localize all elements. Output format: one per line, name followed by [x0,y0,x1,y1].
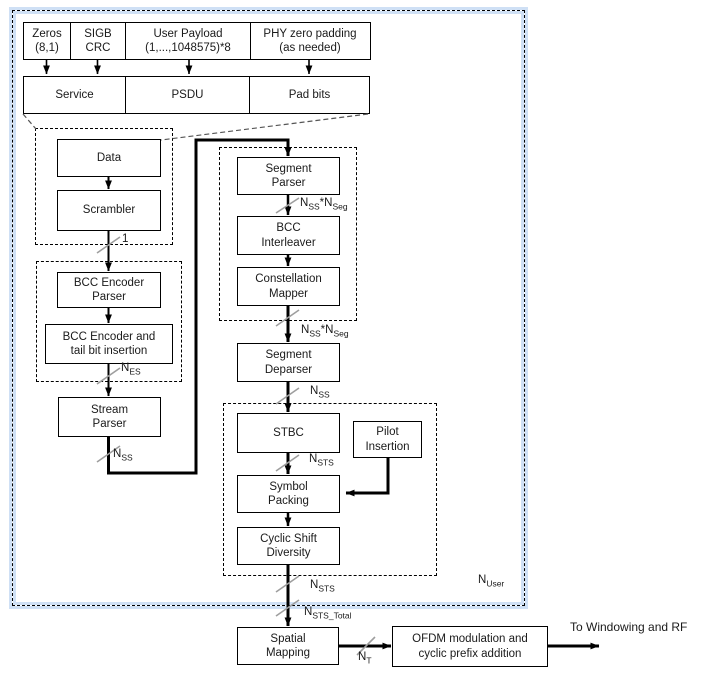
block-data: Data [57,139,161,177]
block-bcc-interleaver-label: BCC Interleaver [261,222,316,249]
label-n-sts-stbc: NSTS [309,453,334,468]
field-sigb-crc: SIGB CRC [69,22,127,60]
frame-service-label: Service [55,88,94,101]
bit-field-row: Zeros (8,1) SIGB CRC User Payload (1,...… [23,22,371,60]
frame-pad-bits-label: Pad bits [288,88,331,101]
block-scrambler: Scrambler [57,190,161,231]
block-ofdm-modulation-label: OFDM modulation and cyclic prefix additi… [412,633,528,660]
label-n-t: NT [358,651,372,666]
block-spatial-mapping: Spatial Mapping [237,627,339,665]
frame-psdu: PSDU [124,76,251,114]
output-annotation: To Windowing and RF [570,620,688,634]
field-phy-padding-label: PHY zero padding (as needed) [263,27,357,54]
field-zeros-label: Zeros (8,1) [32,27,62,54]
block-pilot-insertion: Pilot Insertion [353,421,422,458]
block-bcc-encoder-tail-label: BCC Encoder and tail bit insertion [62,330,156,357]
label-n-sts-csd: NSTS [310,579,335,594]
block-symbol-packing-label: Symbol Packing [268,480,309,507]
label-n-es: NES [121,362,141,377]
frame-psdu-label: PSDU [171,88,204,101]
frame-pad-bits: Pad bits [249,76,370,114]
block-segment-parser: Segment Parser [237,157,340,195]
label-scrambler-out: 1 [122,233,129,245]
field-user-payload-label: User Payload (1,...,1048575)*8 [145,27,231,54]
user-processing-highlight-box [12,10,525,606]
block-constellation-mapper: Constellation Mapper [237,267,340,306]
block-scrambler-label: Scrambler [82,204,136,217]
block-stbc: STBC [237,413,340,453]
block-segment-deparser: Segment Deparser [237,343,340,382]
block-segment-deparser-label: Segment Deparser [264,349,313,376]
field-user-payload: User Payload (1,...,1048575)*8 [125,22,251,60]
label-n-user: NUser [478,574,505,589]
block-symbol-packing: Symbol Packing [237,475,340,513]
frame-service: Service [23,76,126,114]
block-bcc-encoder-tail: BCC Encoder and tail bit insertion [45,324,173,364]
label-n-ss-nseg-1: NSS*NSeg [300,197,348,212]
block-spatial-mapping-label: Spatial Mapping [265,632,311,659]
block-stream-parser-label: Stream Parser [90,403,129,430]
block-bcc-encoder-parser: BCC Encoder Parser [57,272,161,308]
block-cyclic-shift-diversity-label: Cyclic Shift Diversity [260,532,317,559]
label-n-ss-deparser: NSS [310,385,330,400]
block-pilot-insertion-label: Pilot Insertion [365,426,410,453]
block-stbc-label: STBC [273,426,304,439]
field-phy-padding: PHY zero padding (as needed) [249,22,371,60]
label-n-ss-nseg-2: NSS*NSeg [301,324,349,339]
block-data-label: Data [96,151,122,164]
label-n-ss-stream: NSS [113,448,133,463]
field-sigb-crc-label: SIGB CRC [84,27,112,54]
block-bcc-interleaver: BCC Interleaver [237,216,340,255]
block-cyclic-shift-diversity: Cyclic Shift Diversity [237,527,340,565]
group-stbc-packing-csd [223,403,437,576]
block-bcc-encoder-parser-label: BCC Encoder Parser [73,276,145,303]
label-n-sts-total: NSTS_Total [304,606,352,621]
block-constellation-mapper-label: Constellation Mapper [255,273,322,300]
block-segment-parser-label: Segment Parser [265,162,312,189]
field-zeros: Zeros (8,1) [23,22,71,60]
block-ofdm-modulation: OFDM modulation and cyclic prefix additi… [392,626,548,667]
frame-row: Service PSDU Pad bits [23,76,370,114]
block-stream-parser: Stream Parser [58,397,161,437]
